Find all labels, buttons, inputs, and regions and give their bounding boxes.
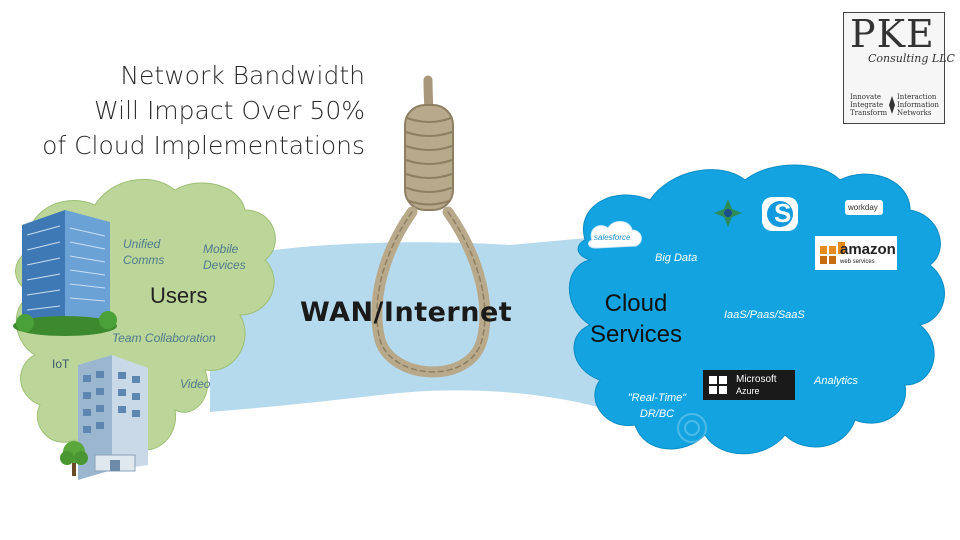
slide-title: Network Bandwidth Will Impact Over 50% o… [0,58,365,163]
label-unified-comms: Unified Comms [123,237,165,267]
logo-left-line-2: Integrate [850,101,884,109]
wan-funnel-shape [210,235,640,420]
label-analytics: Analytics [814,375,859,387]
salesforce-logo [588,221,642,249]
iot-building-icon [78,355,148,480]
logo-subtitle: Consulting LLC [868,52,955,65]
workday-text: workday [848,203,878,212]
label-big-data: Big Data [655,252,698,264]
logo-left-line-1: Innovate [850,93,882,101]
logo-right-line-2: Information [897,101,940,109]
skype-text: S [774,198,792,228]
office-building-icon [13,210,117,336]
wan-internet-label: WAN/Internet [300,297,513,328]
title-line-1: Network Bandwidth [120,61,365,90]
label-video: Video [180,377,211,391]
title-line-2: Will Impact Over 50% [93,96,365,125]
logo-name: PKE [850,12,935,56]
tree-icon [60,441,88,476]
logo-diamond-icon [889,96,895,114]
logo-right-line-1: Interaction [897,93,937,101]
logo-right-lines: Interaction Information Networks [897,93,939,117]
logo-right-line-3: Networks [897,109,932,117]
noose-icon [371,75,491,378]
label-realtime-dr: "Real-Time" DR/BC [627,392,687,420]
label-mobile-devices: Mobile Devices [203,242,246,272]
label-iaas-paas-saas: IaaS/Paas/SaaS [724,309,805,321]
logo-left-line-3: Transform [850,109,888,117]
salesforce-text: salesforce [594,233,631,242]
microsoft-azure-logo [703,370,795,400]
yammer-icon [714,199,742,227]
users-title: Users [150,283,208,308]
cloud-services-title: Cloud Services [589,290,683,348]
workday-logo [845,200,883,215]
amazon-sub-text: web services [840,259,875,265]
skype-icon [762,197,798,231]
azure-text: Azure [736,386,760,396]
label-iot: IoT [52,357,70,371]
title-line-3: of Cloud Implementations [42,131,365,160]
label-team-collaboration: Team Collaboration [112,331,216,345]
windows-icon [709,376,727,394]
logo-left-lines: Innovate Integrate Transform [850,93,887,117]
amazon-text: amazon [840,241,896,258]
amazon-logo [815,236,897,270]
microsoft-text: Microsoft [736,374,777,385]
